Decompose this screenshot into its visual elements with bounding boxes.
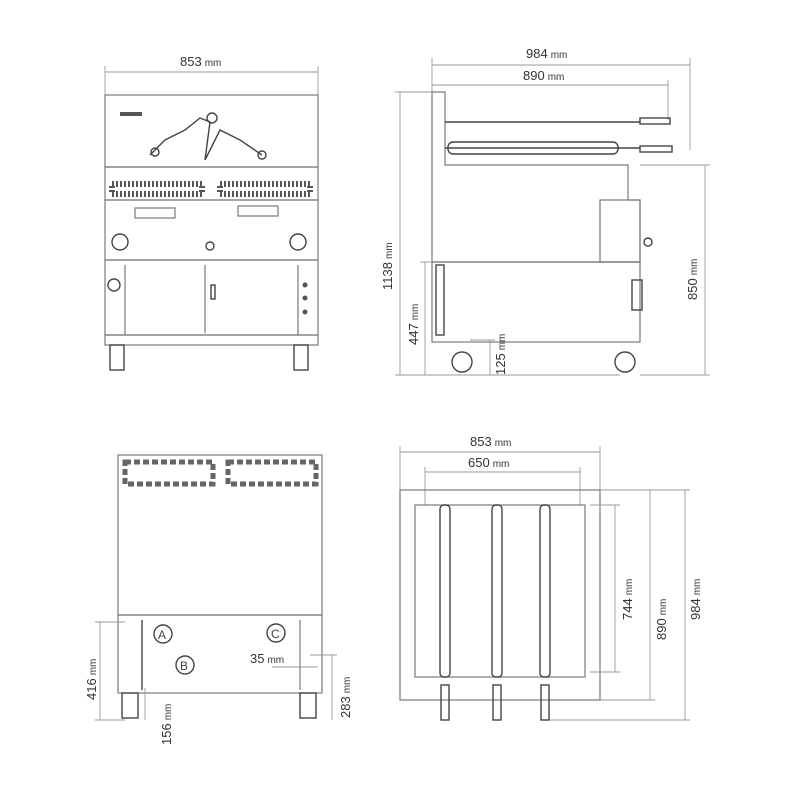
grill-grate: [109, 181, 313, 197]
vent-slots: [122, 459, 319, 487]
side-wheel-height-dimension: 125mm: [493, 334, 508, 375]
skewers: [439, 504, 551, 721]
side-base-height-dimension: 447mm: [406, 304, 421, 345]
top-depth-744-dimension: 744mm: [620, 579, 635, 620]
marker-a-label: A: [158, 628, 166, 642]
side-worktop-height-dimension: 850mm: [685, 259, 700, 300]
marker-b-label: B: [180, 659, 188, 673]
marker-c-label: C: [271, 627, 280, 641]
rear-offset-b-dimension: 156mm: [159, 704, 174, 745]
top-depth-984-dimension: 984mm: [688, 579, 703, 620]
rear-height-a-dimension: 416mm: [84, 659, 99, 700]
rear-height-c-dimension: 283mm: [338, 677, 353, 718]
top-depth-890-dimension: 890mm: [654, 599, 669, 640]
side-height-overall-dimension: 1138mm: [380, 242, 395, 290]
